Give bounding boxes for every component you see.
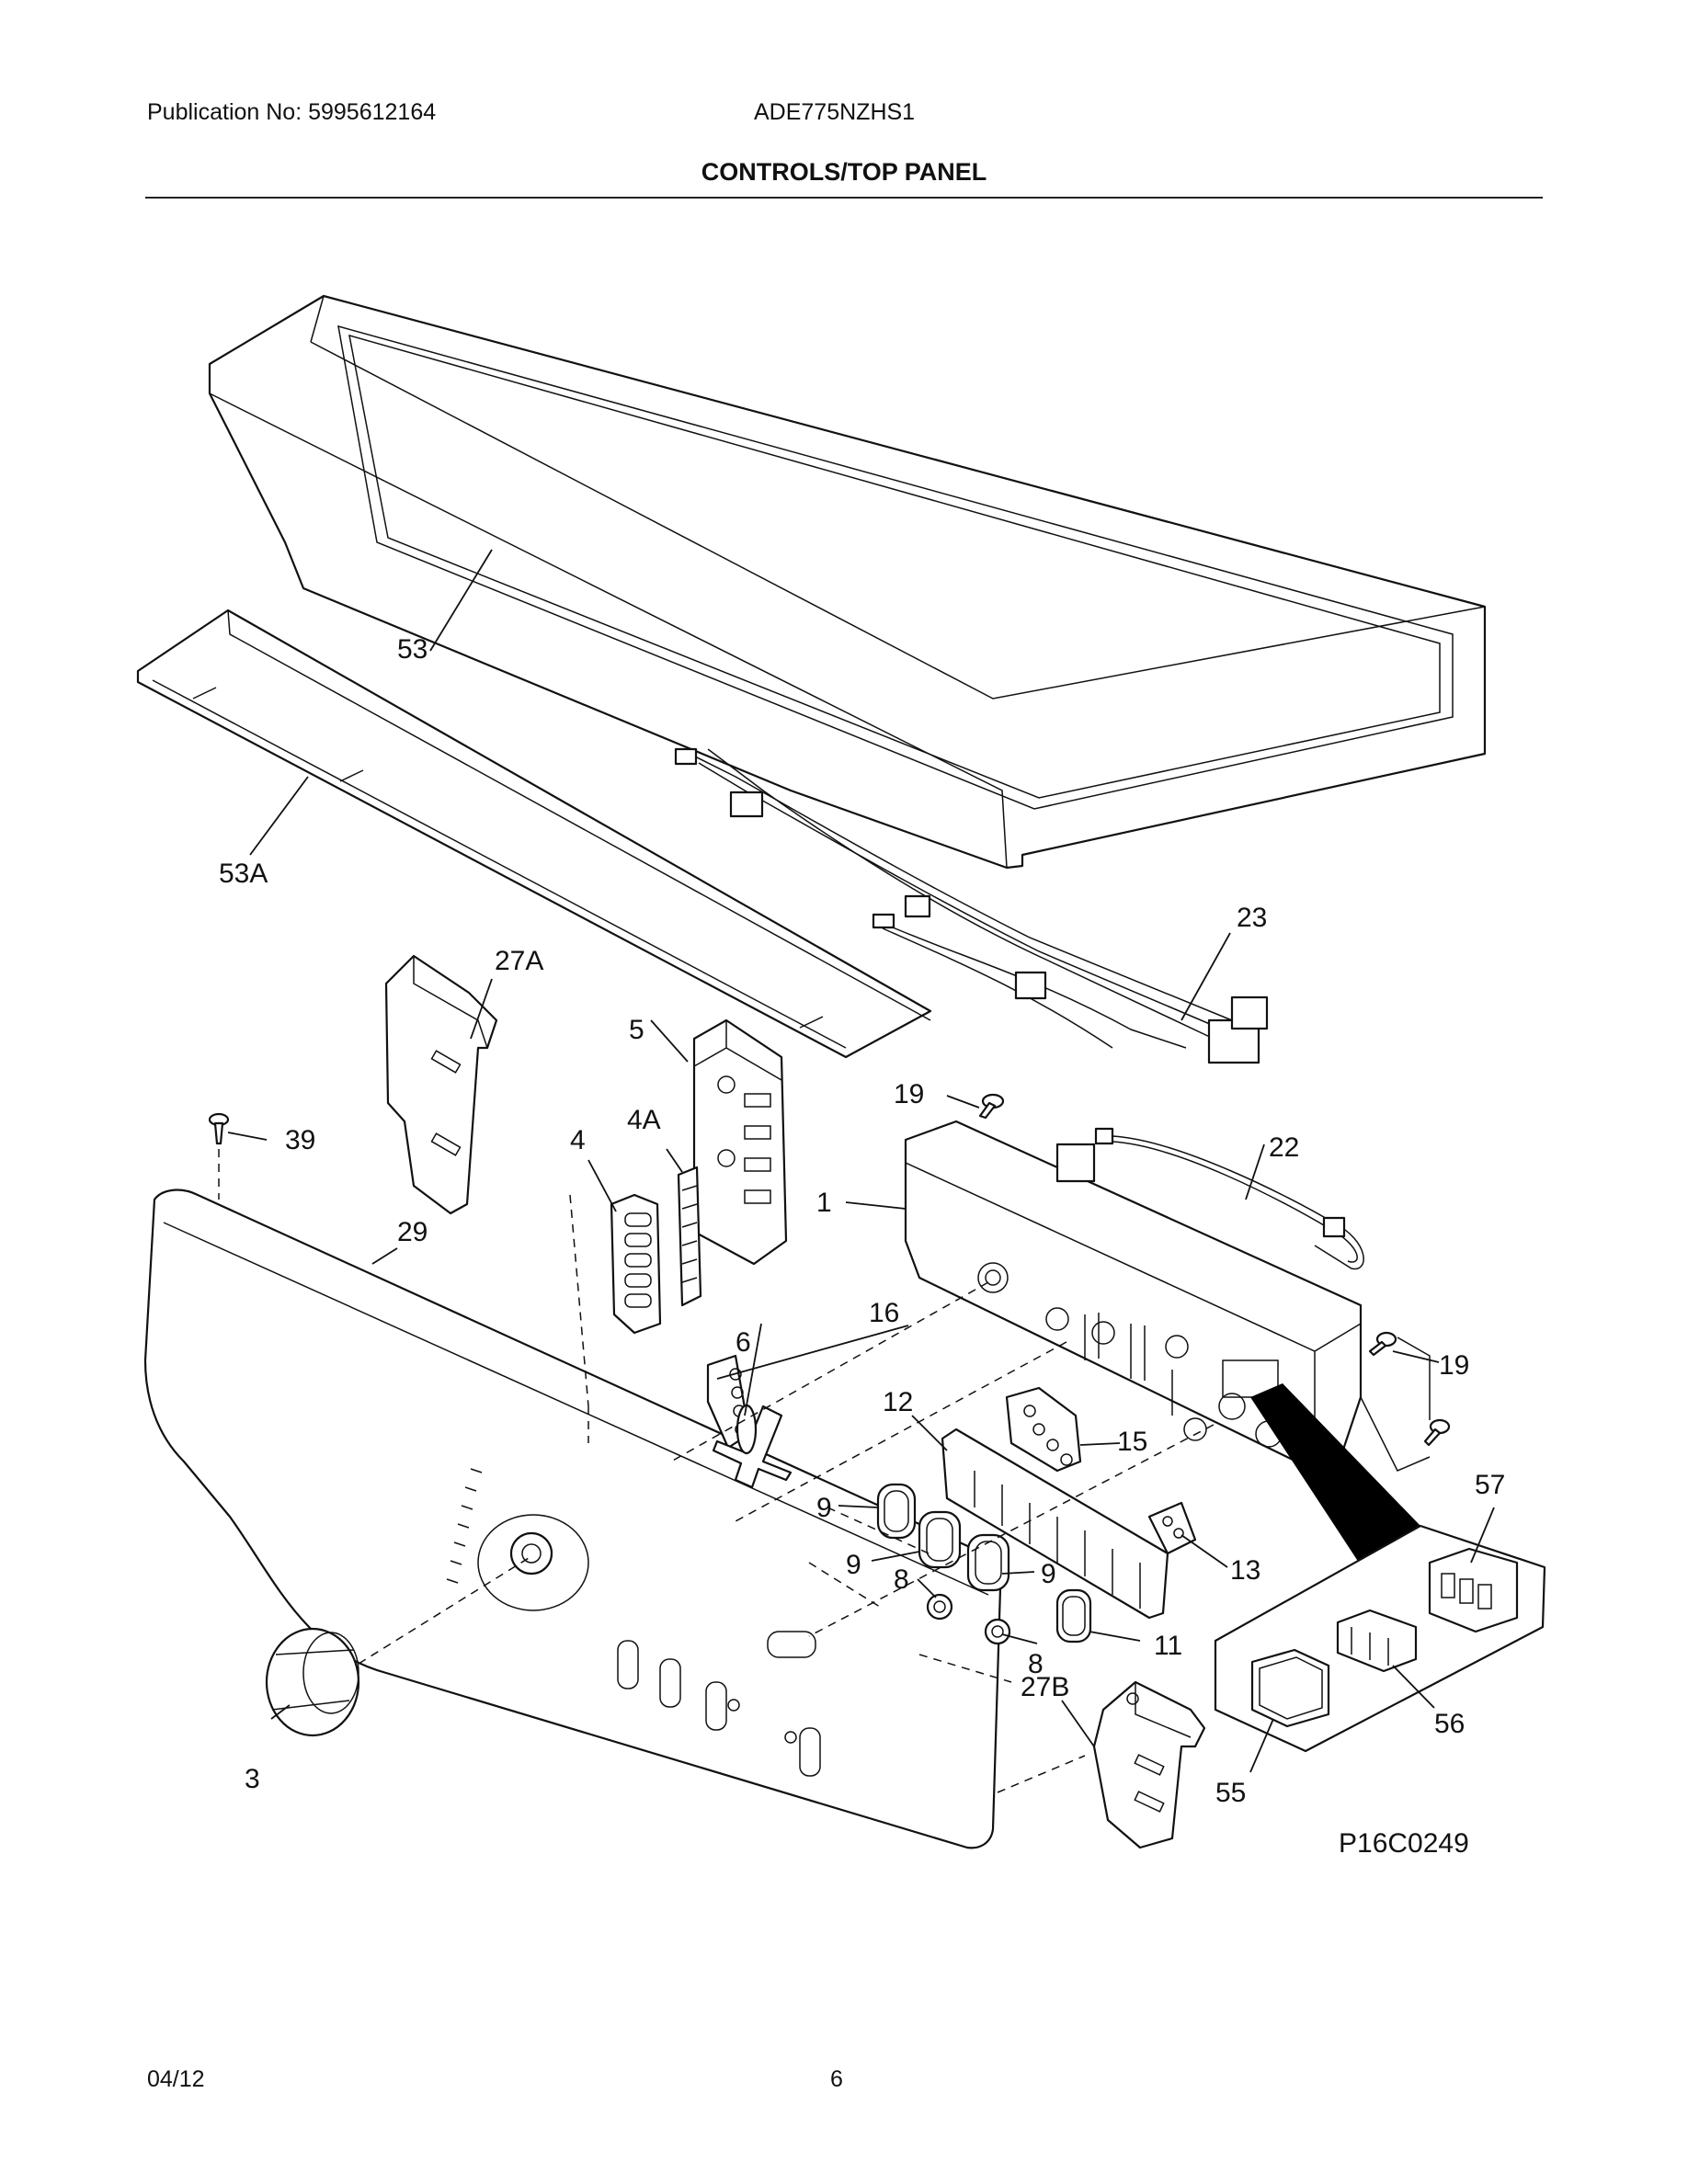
- screw-19-right-lower-part: [1423, 1418, 1451, 1447]
- top-panel-part: [208, 294, 1487, 870]
- callout-8-b: 8: [1028, 1649, 1044, 1679]
- callout-53: 53: [397, 634, 428, 665]
- bracket-27b-part: [1092, 1680, 1206, 1849]
- button-9-b-part: [918, 1510, 962, 1569]
- connector-56-part: [1336, 1609, 1418, 1673]
- footer-date: 04/12: [147, 2066, 205, 2092]
- light-pipe-4a-part: [677, 1166, 702, 1307]
- callout-3: 3: [245, 1764, 260, 1794]
- screw-39-part: [208, 1112, 230, 1145]
- screw-19-right-upper-part: [1368, 1331, 1397, 1357]
- callout-4a: 4A: [627, 1105, 661, 1135]
- publication-number: Publication No: 5995612164: [147, 99, 437, 125]
- header-rule: [145, 197, 1543, 199]
- callout-19-right: 19: [1439, 1350, 1469, 1381]
- actuator-13-part: [1147, 1501, 1197, 1555]
- front-trim-part: [136, 609, 932, 1059]
- actuator-15-part: [1005, 1386, 1082, 1473]
- callout-57: 57: [1475, 1470, 1505, 1500]
- control-panel-29-part: [143, 1189, 1002, 1849]
- model-number: ADE775NZHS1: [754, 99, 916, 125]
- pin-8-b-part: [984, 1618, 1011, 1645]
- callout-4: 4: [570, 1125, 586, 1155]
- shaft-6-part: [712, 1404, 793, 1489]
- callout-9-b: 9: [846, 1550, 861, 1580]
- callout-23: 23: [1237, 903, 1267, 933]
- callout-16: 16: [869, 1298, 899, 1328]
- wire-22-part: [1094, 1127, 1364, 1270]
- callout-1: 1: [816, 1188, 832, 1218]
- callout-13: 13: [1230, 1555, 1260, 1586]
- pin-8-a-part: [926, 1593, 953, 1621]
- screw-19-upper-part: [978, 1093, 1005, 1120]
- callout-22: 22: [1269, 1132, 1299, 1163]
- callout-56: 56: [1434, 1709, 1465, 1739]
- callout-9-a: 9: [816, 1493, 832, 1523]
- figure-code: P16C0249: [1339, 1828, 1469, 1859]
- callout-9-c: 9: [1041, 1559, 1056, 1589]
- connector-57-part: [1428, 1547, 1519, 1633]
- button-housing-5-part: [692, 1018, 788, 1266]
- callout-5: 5: [629, 1015, 644, 1045]
- knob-3-part: [265, 1627, 360, 1737]
- callout-39: 39: [285, 1125, 315, 1155]
- page-number: 6: [830, 2066, 843, 2092]
- callout-12: 12: [883, 1387, 913, 1417]
- callout-55: 55: [1215, 1778, 1246, 1808]
- button-9-a-part: [876, 1483, 917, 1540]
- callout-53a: 53A: [219, 859, 268, 889]
- callout-19-upper: 19: [894, 1079, 924, 1109]
- callout-11: 11: [1154, 1631, 1182, 1661]
- callout-15: 15: [1117, 1427, 1147, 1457]
- section-title: CONTROLS/TOP PANEL: [701, 158, 987, 186]
- callout-27b: 27B: [1021, 1672, 1069, 1702]
- button-9-c-part: [966, 1533, 1010, 1592]
- callout-8-a: 8: [894, 1564, 909, 1595]
- button-actuator-4-part: [610, 1193, 662, 1335]
- callout-27a: 27A: [495, 946, 543, 976]
- bracket-27a-part: [384, 954, 498, 1215]
- lens-55-part: [1250, 1648, 1330, 1728]
- detail-inset: [1214, 1383, 1546, 1753]
- callout-6: 6: [736, 1327, 751, 1358]
- light-pipe-12-part: [941, 1428, 1169, 1620]
- button-11-part: [1055, 1588, 1092, 1644]
- wire-harness-part: [674, 747, 1269, 1064]
- callout-29: 29: [397, 1217, 428, 1247]
